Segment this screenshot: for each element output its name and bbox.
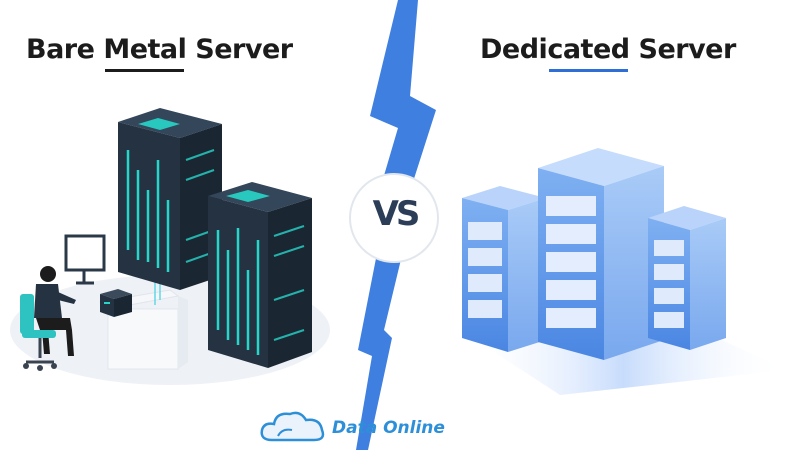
bare-metal-server-tall: [118, 108, 222, 290]
vs-label: VS: [372, 194, 421, 234]
cloud-logo-icon: [260, 411, 325, 442]
monitor-icon: [64, 234, 106, 285]
vs-badge: [349, 173, 439, 263]
office-chair-icon: [20, 294, 57, 371]
title-bare-metal-server: Bare Metal Server: [26, 34, 293, 72]
brand-logo: Data Online: [258, 408, 468, 448]
title-left-prefix: Bare: [26, 34, 104, 65]
title-dedicated-server: Dedicated Server: [480, 34, 736, 72]
brand-name: Data Online: [332, 418, 445, 438]
dedicated-server-left: [462, 186, 546, 352]
person-at-desk-icon: [34, 266, 76, 356]
title-right-suffix: Server: [629, 34, 736, 65]
title-right-prefix: Dedi: [480, 34, 548, 65]
mini-server-icon: [100, 289, 132, 317]
title-left-underlined: Metal: [103, 34, 187, 72]
bare-metal-server-front: [208, 182, 312, 368]
title-right-underlined: cated: [547, 34, 630, 72]
dedicated-server-center: [538, 148, 664, 360]
title-left-suffix: Server: [186, 34, 293, 65]
blue-floor-glow: [460, 330, 787, 395]
dedicated-server-right: [648, 206, 726, 350]
